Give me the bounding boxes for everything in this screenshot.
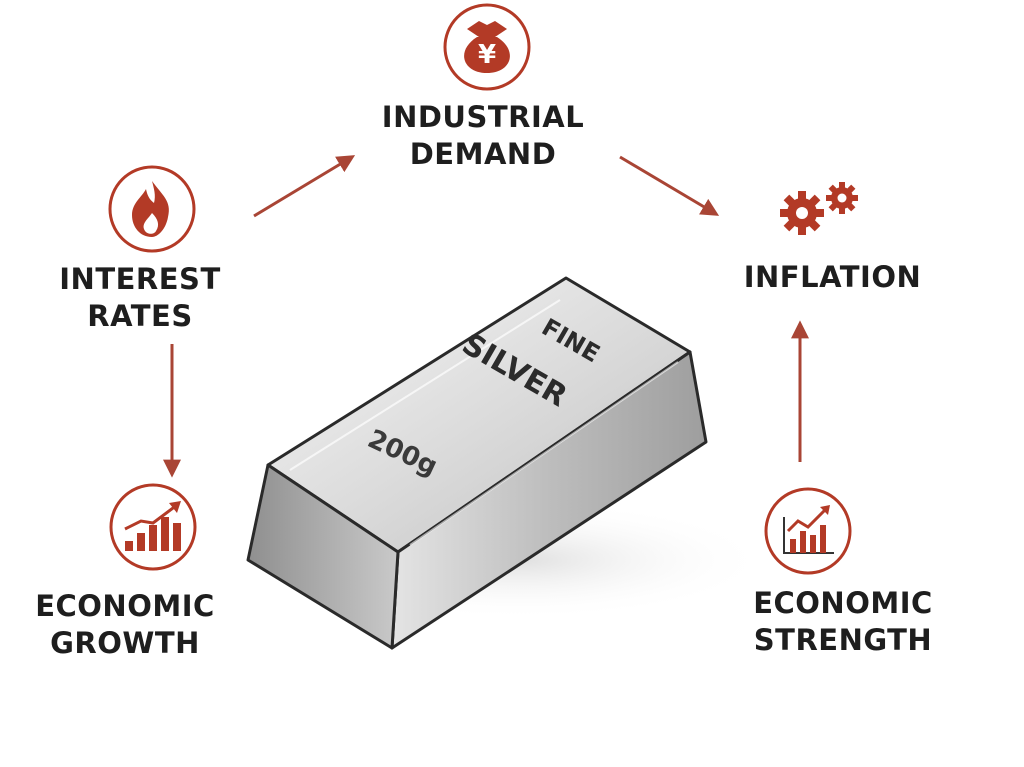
node-economic-growth-label: ECONOMIC GROWTH bbox=[25, 588, 225, 662]
label-line: ECONOMIC bbox=[753, 586, 933, 620]
label-line: GROWTH bbox=[50, 626, 200, 660]
arrow-industrial-to-inflation bbox=[619, 155, 720, 216]
line-chart-icon bbox=[764, 487, 852, 575]
node-interest-rates-label: INTEREST RATES bbox=[45, 261, 235, 335]
label-line: INDUSTRIAL bbox=[381, 100, 585, 134]
gears-icon bbox=[780, 182, 858, 235]
label-line: ECONOMIC bbox=[35, 589, 215, 623]
node-industrial-demand-label: INDUSTRIAL DEMAND bbox=[368, 99, 598, 173]
money-bag-icon: ¥ bbox=[443, 3, 531, 91]
node-economic-strength-label: ECONOMIC STRENGTH bbox=[728, 585, 958, 659]
silver-bar-icon: FINE SILVER 200g bbox=[246, 276, 770, 650]
label-line: RATES bbox=[87, 299, 193, 333]
arrow-interest-to-industrial bbox=[253, 155, 356, 218]
bar-chart-icon bbox=[109, 483, 197, 571]
node-inflation-label: INFLATION bbox=[730, 259, 935, 296]
label-line: STRENGTH bbox=[753, 623, 933, 657]
svg-text:¥: ¥ bbox=[478, 40, 496, 70]
label-line: DEMAND bbox=[409, 137, 557, 171]
label-line: INFLATION bbox=[743, 260, 922, 294]
label-line: INTEREST bbox=[59, 262, 221, 296]
flame-icon bbox=[108, 165, 196, 253]
